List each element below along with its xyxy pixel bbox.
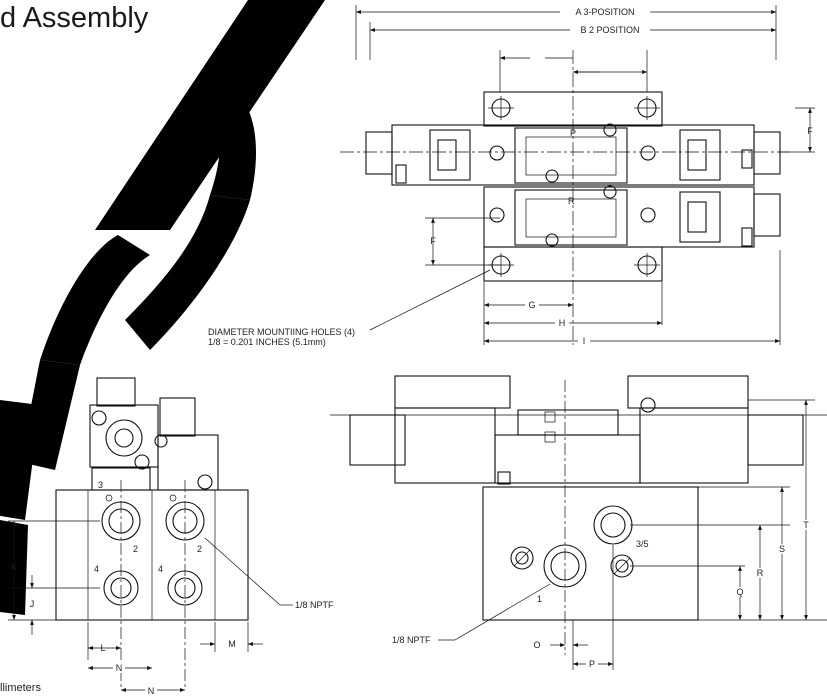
- dim-o: O: [533, 640, 540, 650]
- dim-k: K: [11, 562, 17, 572]
- port-r-lower: R: [568, 196, 575, 206]
- side-npt-label: 1/8 NPTF: [295, 600, 334, 610]
- port-2a-label: 2: [133, 544, 138, 554]
- dim-i: I: [583, 336, 586, 346]
- watermark: [0, 0, 325, 615]
- port-3-label: 3: [98, 480, 103, 490]
- dim-s: S: [779, 544, 785, 554]
- dim-n1: N: [116, 663, 123, 673]
- port-4a-label: 4: [94, 564, 99, 574]
- port-1-label: 1: [537, 594, 542, 604]
- dim-m: M: [228, 639, 236, 649]
- port-35-label: 3/5: [636, 539, 649, 549]
- dim-h: H: [559, 318, 566, 328]
- dim-g: G: [528, 300, 535, 310]
- front-npt-label: 1/8 NPTF: [392, 635, 431, 645]
- port-2b-label: 2: [197, 544, 202, 554]
- dim-p: P: [589, 659, 595, 669]
- dim-l: L: [100, 643, 105, 653]
- dim-j: J: [30, 599, 35, 609]
- dim-f-right: F: [807, 126, 813, 136]
- dim-n2: N: [148, 686, 155, 696]
- mounting-note-line2: 1/8 = 0.201 INCHES (5.1mm): [208, 337, 326, 347]
- page-title: d Assembly: [0, 2, 149, 34]
- front-view: 3/5 1 O P Q R S T 1/8 NPTF: [330, 375, 827, 670]
- top-view: A 3-POSITION B 2 POSITION: [208, 5, 815, 347]
- port-p-upper: P: [570, 128, 576, 138]
- side-view: 3 2 2 4 4 K J L: [8, 377, 334, 696]
- dim-a-label: A 3-POSITION: [575, 7, 634, 17]
- dim-b-label: B 2 POSITION: [580, 25, 639, 35]
- units-note: llimeters: [0, 682, 41, 694]
- dim-q: Q: [736, 587, 743, 597]
- dim-r: R: [757, 568, 764, 578]
- dim-f-left: F: [430, 236, 436, 246]
- mounting-note-line1: DIAMETER MOUNTIING HOLES (4): [208, 327, 355, 337]
- dim-t: T: [803, 520, 809, 530]
- port-4b-label: 4: [158, 564, 163, 574]
